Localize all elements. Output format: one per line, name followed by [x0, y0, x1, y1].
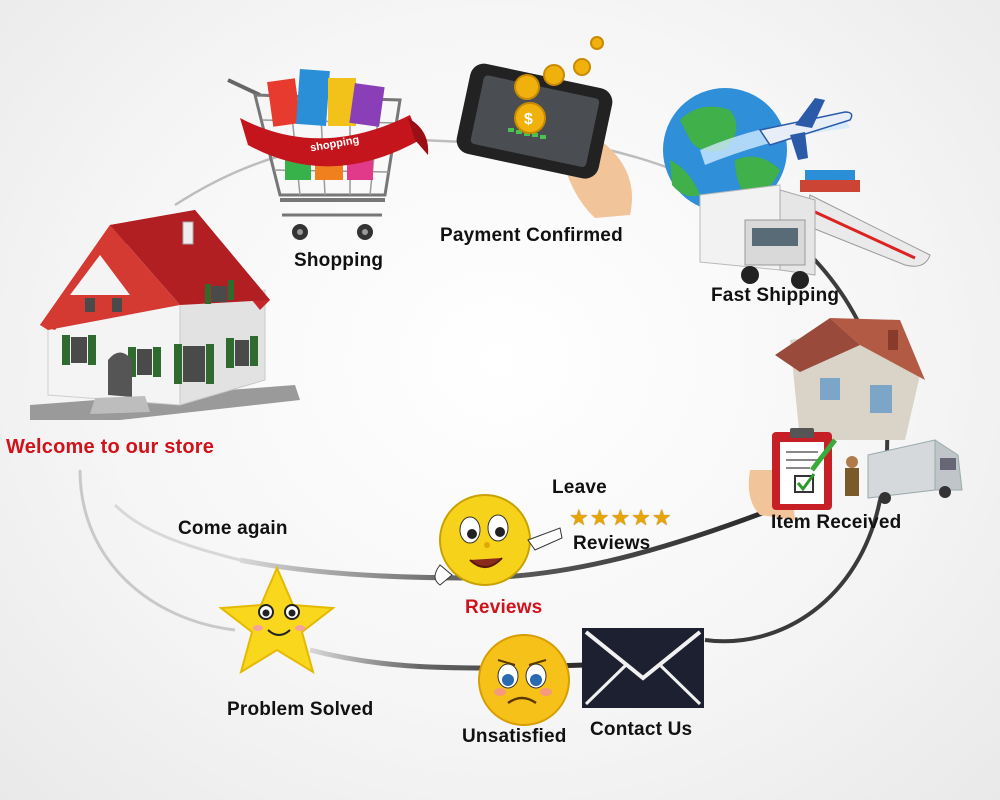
label-come-again: Come again: [178, 518, 288, 539]
label-fast-shipping: Fast Shipping: [711, 285, 840, 306]
label-unsatisfied: Unsatisfied: [462, 726, 567, 747]
star-smiley-icon: [218, 565, 336, 675]
svg-text:$: $: [524, 111, 533, 128]
truck-icon: [699, 184, 816, 289]
globe-shipping-icon: [663, 88, 931, 289]
house-icon: [30, 210, 300, 420]
airplane-icon: [758, 98, 853, 160]
envelope-icon: [582, 628, 704, 708]
label-leave-reviews: Reviews: [573, 533, 651, 554]
path-come-again: [113, 503, 241, 562]
phone-payment-icon: $: [456, 36, 632, 218]
path-lower-right: [704, 499, 882, 644]
courier-icon: [845, 456, 859, 496]
delivery-van-icon: [867, 439, 963, 504]
label-leave: Leave: [552, 477, 607, 498]
coin-icons: $: [514, 36, 604, 134]
smiley-pointing-icon: [434, 494, 563, 586]
sad-face-icon: [478, 634, 570, 726]
delivered-house-icon: [775, 318, 925, 440]
shopping-cart-icon: shopping: [227, 69, 429, 240]
label-reviews: Reviews: [465, 597, 543, 618]
clipboard-check-icon: [748, 428, 859, 520]
path-left-arc: [78, 469, 236, 632]
label-welcome: Welcome to our store: [6, 436, 215, 458]
label-payment-confirmed: Payment Confirmed: [440, 225, 623, 246]
train-icon: [800, 170, 931, 267]
five-star-rating-icon: ★★★★★: [569, 505, 673, 530]
label-contact-us: Contact Us: [590, 719, 693, 740]
label-problem-solved: Problem Solved: [227, 699, 374, 720]
label-item-received: Item Received: [771, 512, 902, 533]
label-shopping: Shopping: [294, 250, 384, 271]
